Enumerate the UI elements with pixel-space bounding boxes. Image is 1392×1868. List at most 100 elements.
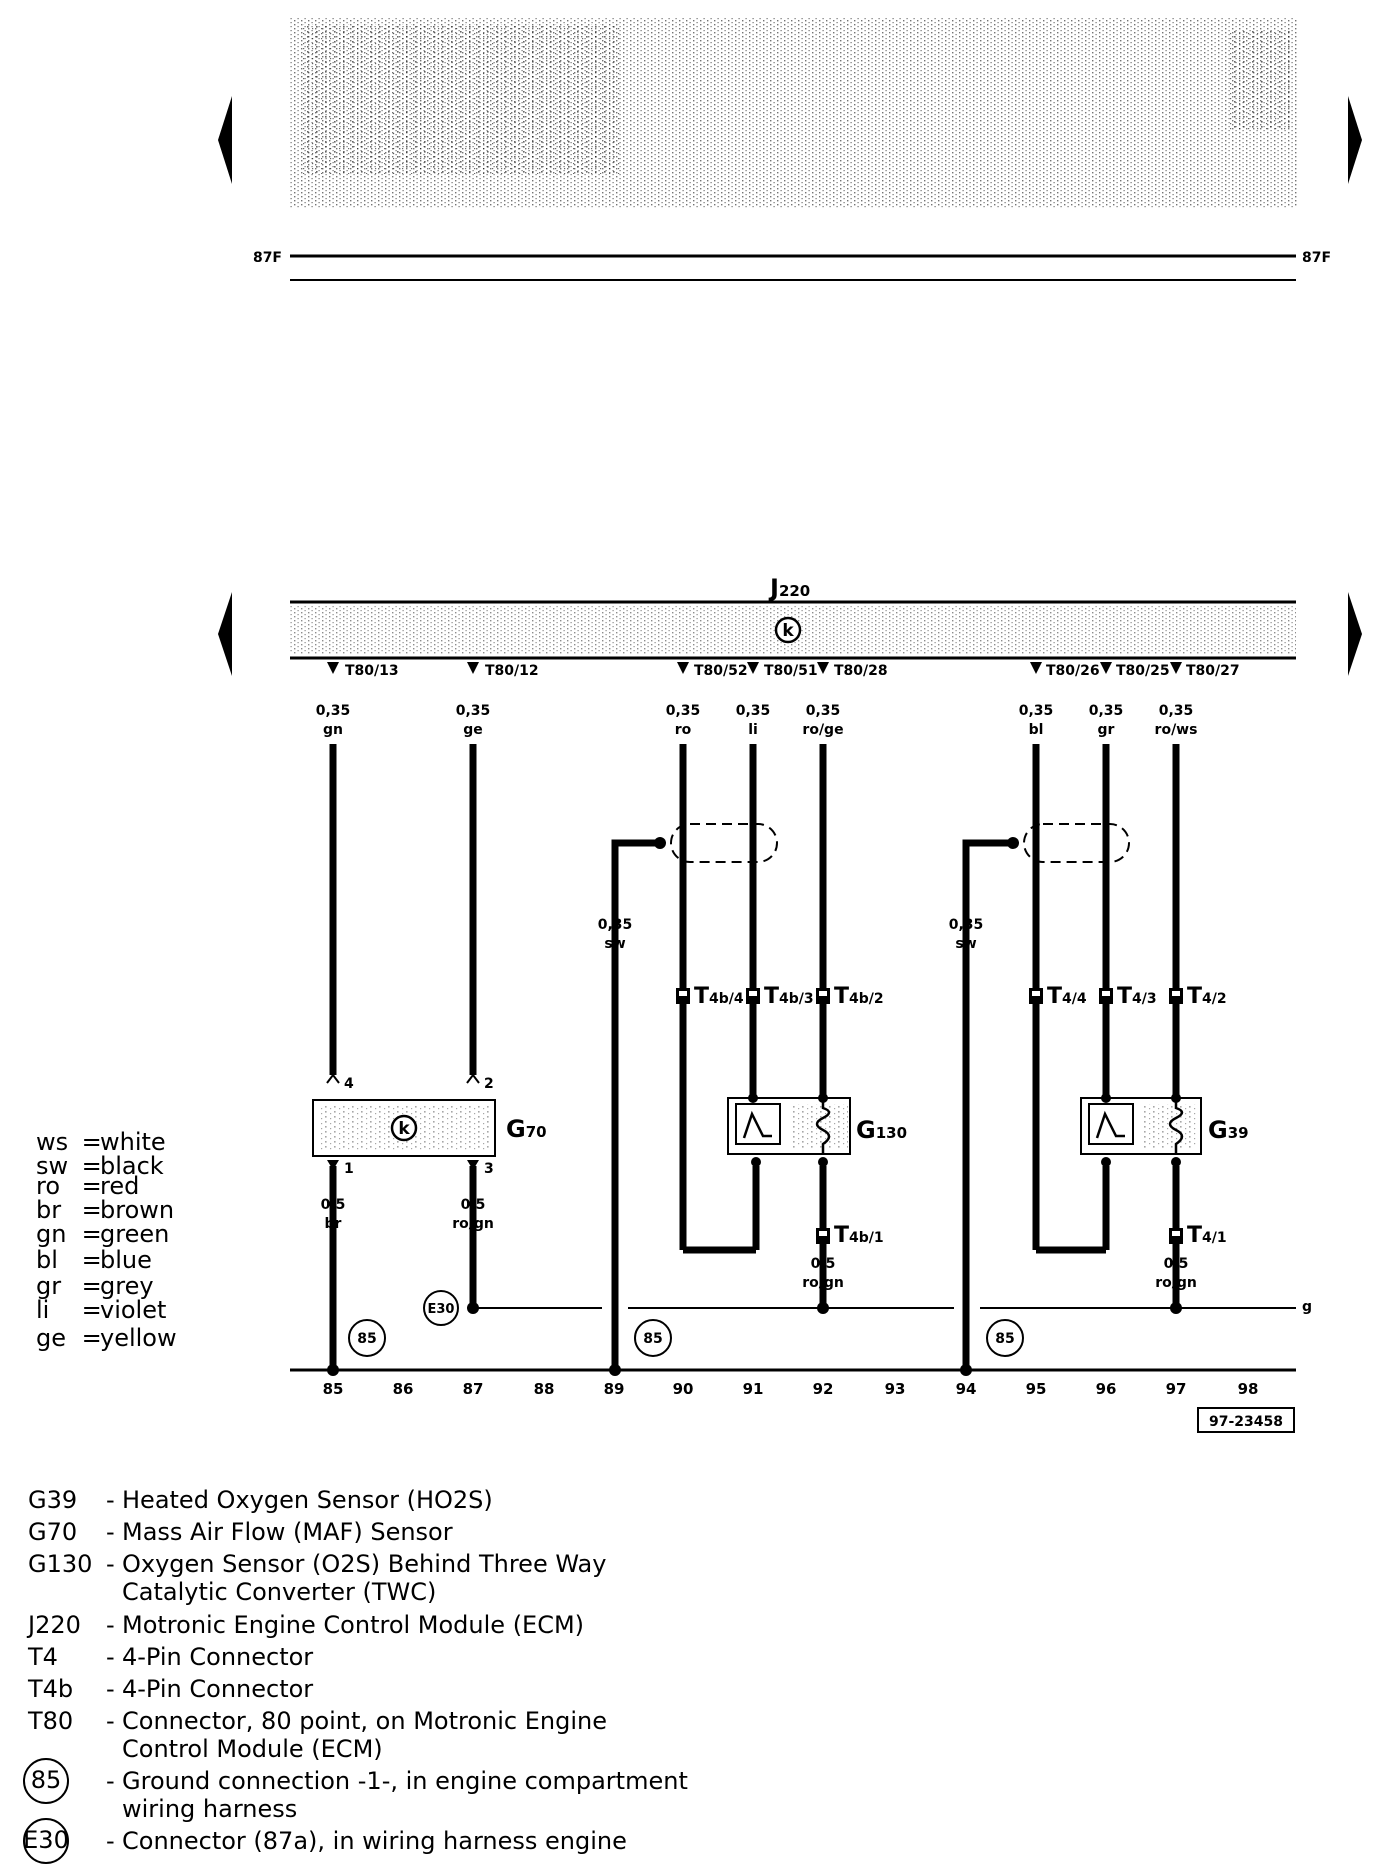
connector-t4b-4: T4b/4 [676,984,744,1009]
svg-text:J220: J220 [26,1611,81,1639]
g70-k-symbol [390,1114,418,1142]
connector-t4b-2: T4b/2 [816,984,884,1009]
svg-text:4: 4 [344,1076,354,1092]
svg-text:ge: ge [463,722,483,738]
svg-text:T4b/1: T4b/1 [834,1223,884,1248]
svg-text:4-Pin Connector: 4-Pin Connector [122,1643,313,1671]
svg-text:li: li [748,722,758,738]
svg-text:-: - [106,1611,115,1639]
svg-text:ro/gn: ro/gn [452,1216,494,1232]
svg-text:Ground connection -1-, in engi: Ground connection -1-, in engine compart… [122,1767,688,1795]
svg-text:T80/27: T80/27 [1186,663,1240,679]
svg-text:85: 85 [643,1331,662,1347]
g70-label: G70 [506,1115,547,1143]
svg-text:0,35: 0,35 [666,703,701,719]
pin-t80-51: T80/51 0,35 li [736,662,818,738]
svg-text:T80: T80 [27,1707,73,1735]
wires [329,744,1180,1370]
nav-left-arrow-top[interactable] [218,96,232,184]
svg-text:0,5: 0,5 [461,1197,486,1213]
bus-87f-left: 87F [253,250,282,266]
svg-text:0,35: 0,35 [736,703,771,719]
svg-text:4-Pin Connector: 4-Pin Connector [122,1675,313,1703]
pin-t80-25: T80/25 0,35 gr [1089,662,1170,738]
svg-text:2: 2 [484,1076,494,1092]
svg-text:0,35: 0,35 [1089,703,1124,719]
shield-wire-2-size: 0,35 [949,917,984,933]
nav-right-arrow-top[interactable] [1348,96,1362,184]
svg-text:94: 94 [956,1380,977,1398]
ecm-j220: J220 k [218,574,1362,676]
svg-text:85: 85 [31,1766,62,1794]
svg-text:gn = green: gn = green [36,1220,169,1248]
top-section: 87F 87F [218,18,1362,281]
svg-text:Catalytic Converter (TWC): Catalytic Converter (TWC) [122,1578,436,1606]
nav-left-arrow-bottom[interactable] [218,592,232,676]
ground-tag-1 [348,1319,386,1357]
connector-t4-1: T4/1 [1169,1223,1227,1248]
svg-text:ro/ge: ro/ge [802,722,843,738]
shield-g130 [654,823,778,863]
svg-text:T80/52: T80/52 [694,663,748,679]
svg-text:-: - [106,1767,115,1795]
svg-text:3: 3 [484,1161,494,1177]
svg-text:k: k [782,621,794,641]
svg-text:98: 98 [1238,1380,1259,1398]
svg-text:E30: E30 [428,1302,455,1317]
shield-wire-1-size: 0,35 [598,917,633,933]
nav-right-arrow-bottom[interactable] [1348,592,1362,676]
svg-text:-: - [106,1550,115,1578]
shield-wire-2-color: sw [955,936,976,952]
svg-text:0,5: 0,5 [321,1197,346,1213]
svg-text:1: 1 [344,1161,354,1177]
svg-text:Motronic Engine Control Module: Motronic Engine Control Module (ECM) [122,1611,584,1639]
g39-sensor: G39 0,5 ro/gn [1080,1093,1249,1291]
svg-text:T4/2: T4/2 [1187,984,1227,1009]
svg-text:0,5: 0,5 [811,1256,836,1272]
ecm-label: J220 [768,574,810,602]
g130-sensor: G130 0,5 ro/gn [727,1093,907,1291]
svg-text:Mass Air Flow (MAF) Sensor: Mass Air Flow (MAF) Sensor [122,1518,453,1546]
shield-g39 [1007,823,1130,863]
svg-text:bl = blue: bl = blue [36,1246,152,1274]
svg-text:87: 87 [463,1380,484,1398]
svg-text:95: 95 [1026,1380,1047,1398]
svg-text:ge = yellow: ge = yellow [36,1324,177,1352]
pin-t80-13: T80/13 0,35 gn [316,662,399,738]
svg-text:88: 88 [534,1380,555,1398]
svg-text:86: 86 [393,1380,414,1398]
pin-t80-52: T80/52 0,35 ro [666,662,748,738]
svg-text:T4: T4 [27,1643,58,1671]
g39-label: G39 [1208,1116,1249,1144]
connector-t4-2: T4/2 [1169,984,1227,1009]
component-legend: G39 - Heated Oxygen Sensor (HO2S) G70 - … [23,1486,688,1864]
svg-text:T80/51: T80/51 [764,663,818,679]
svg-text:T4b/2: T4b/2 [834,984,884,1009]
svg-text:T4b/4: T4b/4 [694,984,744,1009]
svg-text:gr = grey: gr = grey [36,1272,154,1300]
svg-text:T80/28: T80/28 [834,663,888,679]
svg-text:k: k [398,1119,410,1139]
svg-text:Heated Oxygen Sensor (HO2S): Heated Oxygen Sensor (HO2S) [122,1486,493,1514]
svg-text:G130: G130 [28,1550,92,1578]
ecm-k-symbol [774,616,802,644]
svg-text:G70: G70 [28,1518,77,1546]
svg-text:Oxygen Sensor (O2S) Behind Thr: Oxygen Sensor (O2S) Behind Three Way [122,1550,606,1578]
connector-t4b-1: T4b/1 [816,1223,884,1248]
grid-numbers: 85 86 87 88 89 90 91 92 93 94 95 96 97 9… [323,1380,1259,1398]
svg-text:T80/12: T80/12 [485,663,539,679]
svg-text:0,35: 0,35 [1159,703,1194,719]
svg-text:85: 85 [995,1331,1014,1347]
g70-sensor: 4 2 k 1 3 G70 0,5 br 0,5 ro/gn [312,1073,547,1232]
svg-text:0,5: 0,5 [1164,1256,1189,1272]
g-label: g [1302,1299,1312,1315]
connectors: T4b/4 T4b/3 T4b/2 T4b/1 T4/4 T4/3 T4/2 [676,984,1227,1248]
svg-text:-: - [106,1675,115,1703]
svg-text:Connector, 80 point, on Motron: Connector, 80 point, on Motronic Engine [122,1707,607,1735]
svg-text:85: 85 [357,1331,376,1347]
svg-text:T4/1: T4/1 [1187,1223,1227,1248]
svg-text:0,35: 0,35 [806,703,841,719]
svg-text:T4/4: T4/4 [1047,984,1087,1009]
shield-wire-1-color: sw [604,936,625,952]
